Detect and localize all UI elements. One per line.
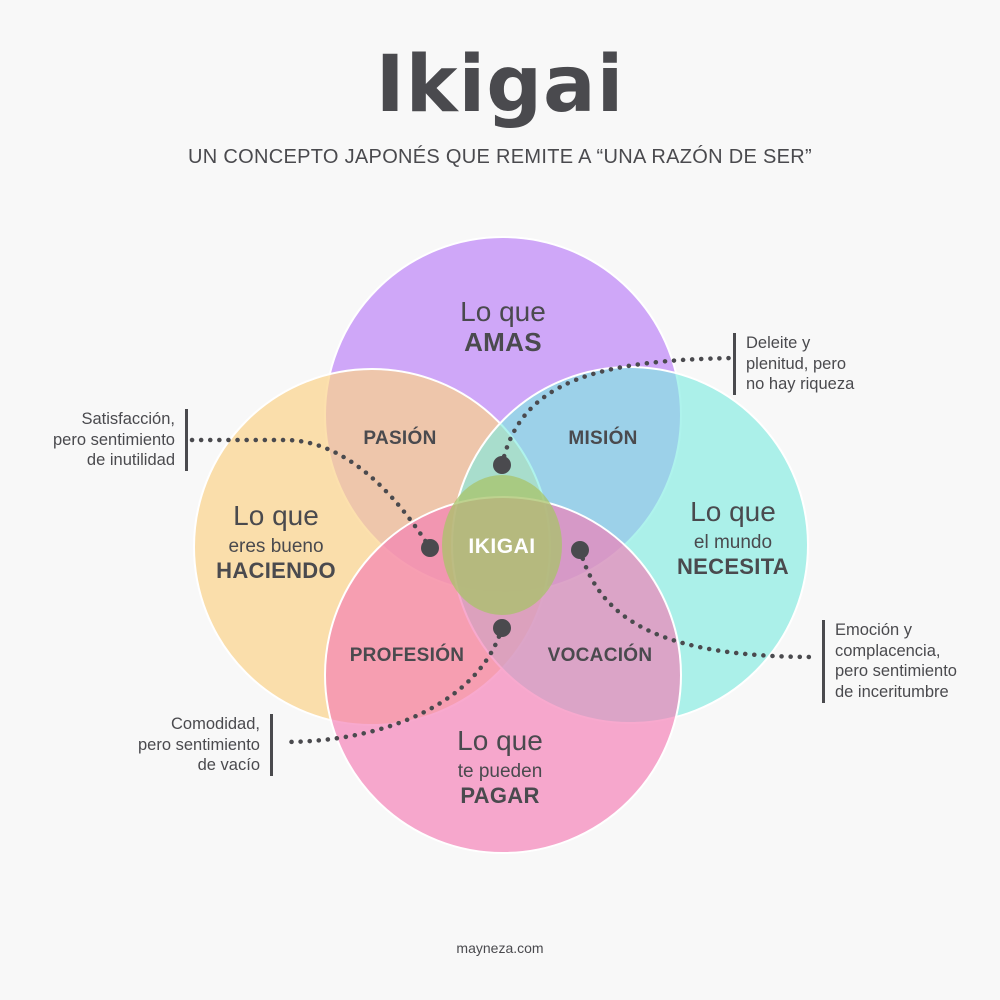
connector-deleite [499, 355, 738, 468]
footer-credit: mayneza.com [456, 940, 544, 956]
annotation-line: Satisfacción, [81, 410, 175, 428]
annotation-emocion: Emoción y complacencia, pero sentimiento… [822, 620, 957, 703]
annotation-line: pero sentimiento [835, 662, 957, 681]
annotation-line: pero sentimiento [138, 735, 260, 754]
label-lo-que-te-pueden-pagar: Lo que te pueden PAGAR [410, 725, 590, 808]
annotation-line: Comodidad, [171, 715, 260, 733]
bueno-lead: Lo que [233, 500, 319, 531]
region-pasion: PASIÓN [363, 428, 437, 449]
connector-comodidad [280, 625, 505, 745]
region-profesion: PROFESIÓN [349, 645, 465, 666]
amas-emph: AMAS [464, 327, 542, 358]
label-lo-que-amas: Lo que AMAS [403, 296, 603, 358]
annotation-line: de vacío [197, 756, 260, 775]
region-vocacion: VOCACIÓN [547, 645, 653, 666]
region-mision: MISIÓN [568, 428, 638, 449]
label-lo-que-eres-bueno-haciendo: Lo que eres bueno HACIENDO [186, 500, 366, 583]
dot-pagar-center [493, 619, 511, 637]
annotation-line: Emoción y [835, 621, 913, 639]
bueno-emph: HACIENDO [216, 558, 336, 584]
annotation-line: Deleite y [746, 334, 811, 352]
region-ikigai-center: IKIGAI [468, 535, 536, 558]
ikigai-center-glow [442, 475, 562, 615]
annotation-comodidad: Comodidad, pero sentimiento de vacío [138, 714, 273, 776]
annotation-line: de inutilidad [86, 451, 175, 470]
pagar-emph: PAGAR [460, 783, 540, 809]
annotation-line: de inceritumbre [835, 682, 949, 701]
mundo-emph: NECESITA [676, 554, 789, 580]
dot-mundo-center [571, 541, 589, 559]
amas-lead: Lo que [460, 296, 546, 327]
annotation-line: pero sentimiento [53, 430, 175, 449]
pagar-sub: te pueden [457, 761, 543, 783]
connector-emocion [577, 547, 818, 660]
connector-satisfaccion [189, 437, 433, 551]
bueno-sub: eres bueno [228, 536, 324, 558]
annotation-satisfaccion: Satisfacción, pero sentimiento de inutil… [53, 409, 188, 471]
page-title: Ikigai [375, 40, 625, 130]
annotation-line: complacencia, [835, 641, 941, 660]
annotation-deleite: Deleite y plenitud, pero no hay riqueza [733, 333, 854, 395]
annotation-line: no hay riqueza [746, 375, 855, 394]
mundo-sub: el mundo [693, 532, 773, 554]
mundo-lead: Lo que [690, 496, 776, 527]
pagar-lead: Lo que [457, 725, 543, 756]
page-subtitle: UN CONCEPTO JAPONÉS QUE REMITE A “UNA RA… [188, 146, 812, 168]
label-lo-que-el-mundo-necesita: Lo que el mundo NECESITA [643, 496, 823, 579]
dot-amas-center [493, 456, 511, 474]
dot-pasion-center [421, 539, 439, 557]
annotation-line: plenitud, pero [746, 354, 846, 373]
